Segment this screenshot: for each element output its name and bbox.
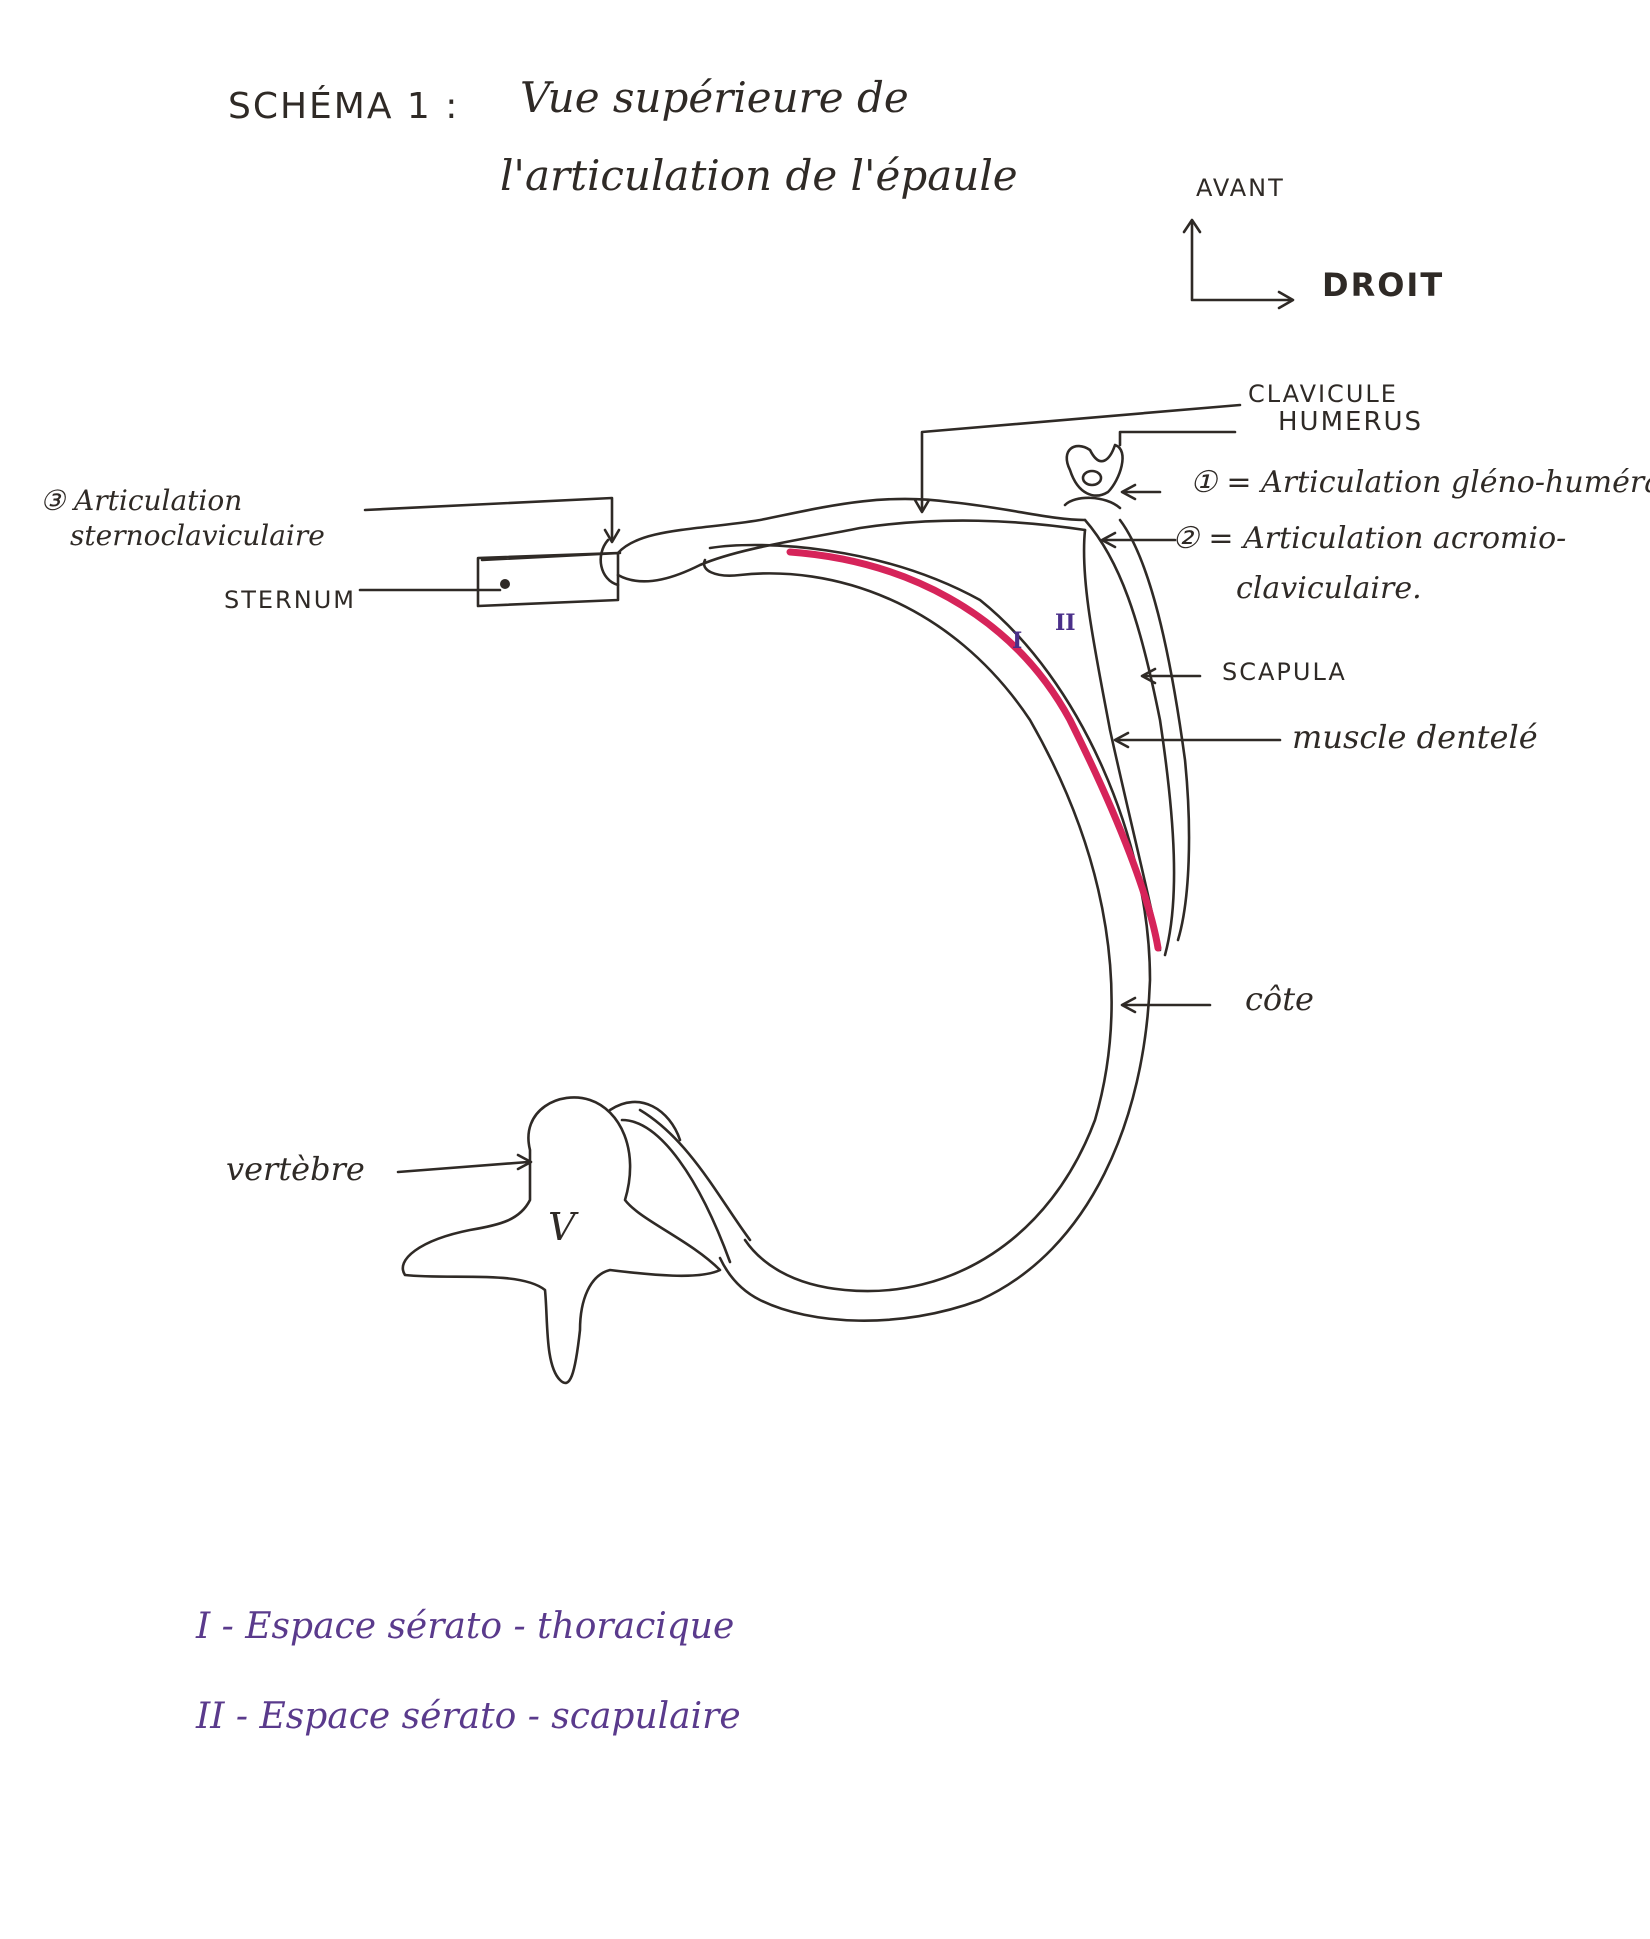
rib [620,543,1152,1322]
label-scapula: SCAPULA [1222,658,1347,686]
orientation-up-label: AVANT [1196,174,1285,202]
label-sternum: STERNUM [224,586,356,614]
label-art-gleno: ① = Articulation gléno-humérale [1190,465,1650,500]
vertebra-letter: V [548,1205,579,1249]
label-art-sterno-2: sternoclaviculaire [70,519,325,552]
arrow-right-icon [1277,290,1295,310]
humerus-head [1063,443,1124,510]
label-humerus: HUMERUS [1278,407,1423,437]
label-vertebre: vertèbre [226,1150,365,1188]
label-art-acromio-2: claviculaire. [1236,571,1422,606]
title-prefix: SCHÉMA 1 : [228,85,459,127]
sternum-block [476,551,622,608]
scapula [1082,518,1191,957]
arrow-up-icon [1182,218,1202,234]
leader-lines [358,403,1282,1174]
label-cote: côte [1245,980,1314,1018]
legend-item-1: I - Espace sérato - thoracique [195,1606,734,1647]
vertebra: V [401,1096,722,1385]
clavicle [599,497,1087,587]
title-line2: l'articulation de l'épaule [500,151,1018,200]
label-clavicule: CLAVICULE [1248,380,1398,408]
label-art-sterno-1: ③ Articulation [40,484,242,517]
legend-item-2: II - Espace sérato - scapulaire [195,1696,741,1737]
orientation-axes: AVANT DROIT [1182,174,1444,310]
serratus-muscle [786,548,1162,952]
label-muscle: muscle dentelé [1292,718,1538,756]
title-line1: Vue supérieure de [520,73,909,122]
space-2-label: II [1055,610,1076,636]
space-1-label: I [1012,628,1022,654]
orientation-right-label: DROIT [1322,266,1444,304]
label-art-acromio-1: ② = Articulation acromio- [1172,521,1566,556]
